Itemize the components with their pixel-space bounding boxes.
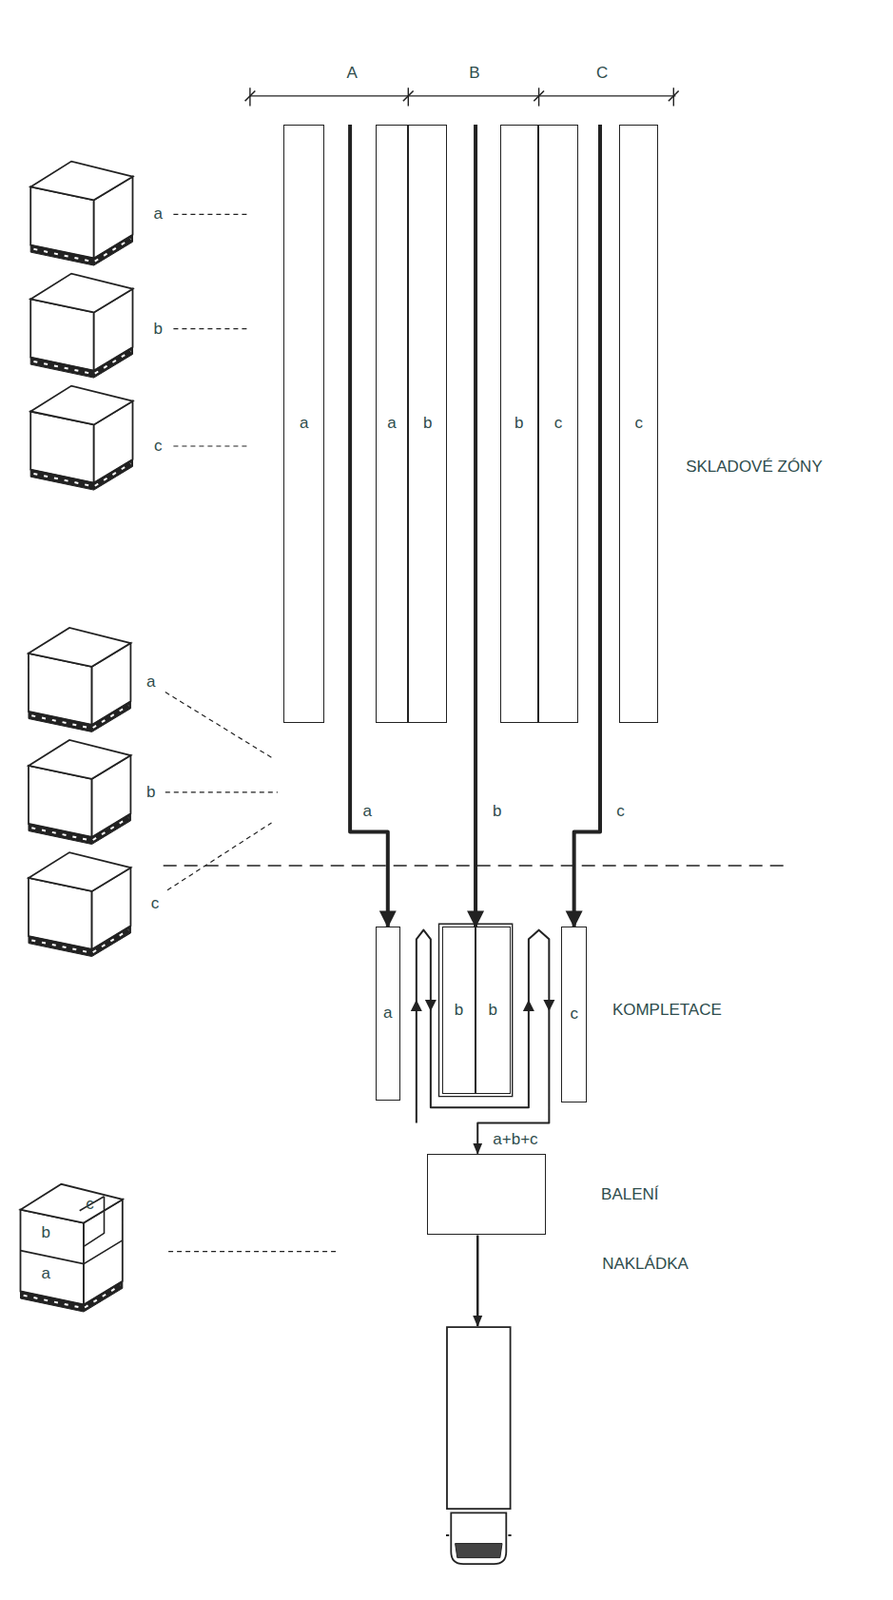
- mixed-pallet-illustration: [20, 1184, 123, 1312]
- dimension-label: C: [596, 64, 608, 83]
- pallet-base: [20, 1281, 123, 1312]
- rack-box: b: [442, 926, 476, 1094]
- rack-box: a: [375, 926, 401, 1100]
- dimension-line: [250, 95, 677, 97]
- goods-letter: b: [41, 1223, 51, 1243]
- stage-label: SKLADOVÉ ZÓNY: [685, 458, 823, 477]
- rack-box: a: [283, 124, 325, 723]
- dimension-slash: [668, 91, 680, 102]
- stage-label: BALENÍ: [601, 1184, 659, 1204]
- pallet-base: [30, 234, 133, 266]
- rack-letter: b: [514, 414, 524, 433]
- packing-box: BALENÍ: [427, 1153, 547, 1236]
- box-top: [30, 161, 133, 201]
- pallet-base: [30, 347, 133, 378]
- leader-line: [165, 791, 278, 793]
- load-notch-line: [79, 1196, 105, 1247]
- rack-frame: [439, 923, 513, 1096]
- flow-label: a: [361, 802, 374, 821]
- pallet-illustration: [30, 161, 133, 266]
- pallet-illustration: [28, 627, 131, 732]
- pallet-gaps: [33, 238, 131, 262]
- stage-label: KOMPLETACE: [612, 1001, 722, 1020]
- rack-letter: b: [488, 1001, 498, 1020]
- rack-letter: a: [387, 414, 396, 433]
- flow-arrowhead: [543, 999, 555, 1011]
- flow-arrowhead: [523, 999, 535, 1011]
- rack-box: a: [375, 124, 408, 723]
- goods-letter: a: [41, 1264, 51, 1283]
- flow-label: a+b+c: [490, 1129, 540, 1148]
- pallet-base: [28, 700, 131, 732]
- pallet-gaps: [31, 930, 129, 953]
- flow-arrowhead: [425, 999, 437, 1011]
- rack-letter: c: [635, 414, 644, 433]
- rack-box: b: [407, 124, 447, 723]
- pallet-gaps: [31, 705, 129, 729]
- box-top: [20, 1184, 123, 1224]
- truck-windscreen: [455, 1543, 503, 1558]
- goods-letter: b: [154, 319, 163, 338]
- dimension-slash: [533, 91, 544, 102]
- flow-label: c: [614, 802, 627, 821]
- loading-arrow: [476, 1234, 480, 1326]
- goods-letter: a: [154, 205, 163, 224]
- rack-letter: b: [454, 1001, 464, 1020]
- rack-letter: c: [554, 414, 563, 433]
- truck-mirror: [446, 1533, 512, 1536]
- leader-line: [168, 1250, 337, 1252]
- pallet-illustration: [30, 273, 133, 379]
- dimension-label: A: [347, 64, 358, 83]
- box-top: [30, 386, 133, 426]
- dimension-slash: [245, 91, 256, 102]
- pallet-illustration: [28, 739, 131, 845]
- goods-letter: a: [146, 673, 156, 692]
- rack-letter: a: [299, 414, 309, 433]
- rack-box: b: [475, 926, 510, 1094]
- flow-arrow: [473, 124, 478, 927]
- load-split-line: [20, 1240, 123, 1264]
- rack-box: c: [561, 926, 587, 1103]
- pallet-illustration: [28, 852, 131, 956]
- dimension-label: B: [468, 64, 480, 83]
- leader-line: [173, 328, 251, 330]
- goods-letter: c: [154, 437, 163, 456]
- stage-label: NAKLÁDKA: [601, 1254, 689, 1273]
- dimension-slash: [403, 91, 414, 102]
- leader-line: [173, 213, 251, 215]
- goods-letter: c: [85, 1195, 95, 1214]
- rack-letter: c: [569, 1005, 579, 1024]
- box-top: [30, 273, 133, 313]
- flow-label: b: [490, 802, 504, 821]
- rack-letter: a: [383, 1004, 392, 1023]
- truck-trailer: [446, 1326, 511, 1509]
- leader-line: [165, 692, 272, 758]
- leader-line: [167, 822, 272, 891]
- truck-cab: [450, 1512, 506, 1564]
- rack-letter: b: [423, 414, 432, 433]
- rack-box: b: [500, 124, 539, 723]
- rack-box: c: [538, 124, 580, 723]
- box-top: [28, 852, 131, 892]
- pallet-illustration: [30, 386, 133, 490]
- pallet-base: [28, 925, 131, 956]
- pallet-base: [28, 813, 131, 844]
- pallet-gaps: [31, 817, 129, 841]
- flow-arrowhead: [410, 999, 423, 1011]
- pallet-gaps: [33, 463, 131, 486]
- box-top: [28, 627, 131, 667]
- rack-box: c: [619, 124, 659, 723]
- leader-line: [173, 445, 251, 447]
- goods-letter: c: [151, 893, 160, 913]
- goods-letter: b: [146, 782, 156, 801]
- pallet-gaps: [23, 1284, 121, 1308]
- pallet-base: [30, 459, 133, 490]
- box-top: [28, 739, 131, 779]
- pallet-gaps: [33, 350, 131, 374]
